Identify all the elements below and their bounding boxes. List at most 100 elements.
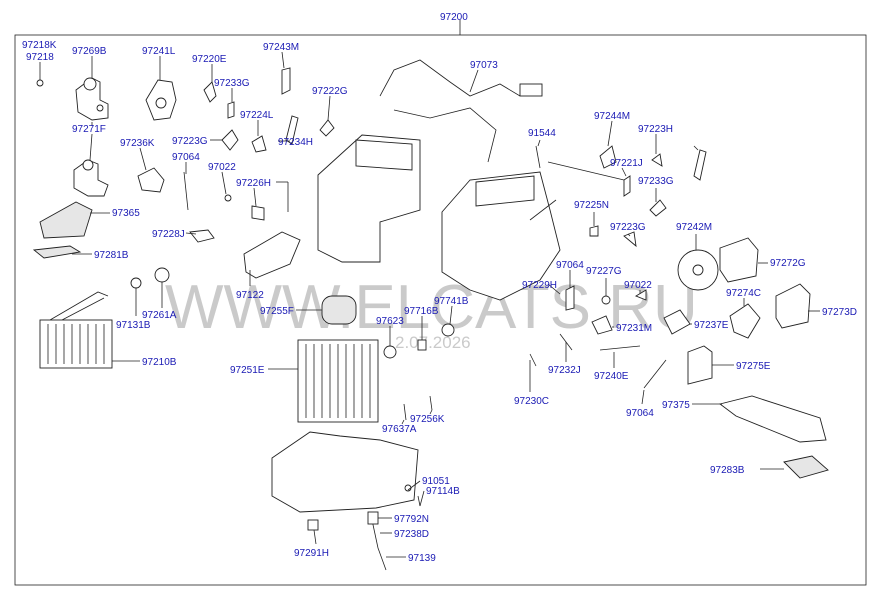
link-97233g <box>227 101 235 119</box>
label-part[interactable]: 97234H <box>278 137 313 148</box>
bracket-97236k <box>137 167 165 193</box>
label-part[interactable]: 97218K <box>22 40 57 51</box>
label-part[interactable]: 97281B <box>94 250 129 261</box>
label-part[interactable]: 97236K <box>120 138 155 149</box>
wire-97240e <box>599 345 641 351</box>
label-part[interactable]: 97210B <box>142 357 177 368</box>
label-part-97200[interactable]: 97200 <box>440 12 468 23</box>
bracket-97231m <box>591 315 613 335</box>
label-part[interactable]: 97792N <box>394 514 429 525</box>
label-part[interactable]: 97716B <box>404 306 439 317</box>
rod-91544 <box>535 145 541 169</box>
pad-97281b <box>32 245 82 259</box>
label-part[interactable]: 97222G <box>312 86 348 97</box>
label-part[interactable]: 97233G <box>638 176 674 187</box>
label-part[interactable]: 97022 <box>208 162 236 173</box>
gasket-97255f <box>321 295 357 325</box>
label-part[interactable]: 97741B <box>434 296 469 307</box>
label-part[interactable]: 97269B <box>72 46 107 57</box>
clip-97741b <box>441 323 455 337</box>
label-part[interactable]: 97223H <box>638 124 673 135</box>
label-part[interactable]: 97131B <box>116 320 151 331</box>
label-part[interactable]: 97139 <box>408 553 436 564</box>
pin-97256k <box>429 395 433 411</box>
label-part[interactable]: 97365 <box>112 208 140 219</box>
label-part[interactable]: 97064 <box>556 260 584 271</box>
label-part[interactable]: 97274C <box>726 288 761 299</box>
actuator-97269b-knob <box>83 77 97 91</box>
label-part[interactable]: 97273D <box>822 307 857 318</box>
wire-harness-97073 <box>379 59 529 97</box>
label-part[interactable]: 97261A <box>142 310 177 321</box>
label-part[interactable]: 91051 <box>422 476 450 487</box>
heater-case-lower <box>271 431 419 513</box>
clip-97064-mid <box>565 285 575 311</box>
label-part[interactable]: 97218 <box>26 52 54 63</box>
label-part[interactable]: 97238D <box>394 529 429 540</box>
label-part[interactable]: 97022 <box>624 280 652 291</box>
label-part[interactable]: 97637A <box>382 424 417 435</box>
foam-97365 <box>39 201 93 239</box>
label-part[interactable]: 97122 <box>236 290 264 301</box>
label-part[interactable]: 97243M <box>263 42 299 53</box>
label-part[interactable]: 97283B <box>710 465 745 476</box>
label-part[interactable]: 97220E <box>192 54 227 65</box>
label-part[interactable]: 97229H <box>522 280 557 291</box>
drain-hose-97139 <box>371 519 387 571</box>
clamp-97261a <box>154 267 170 283</box>
actuator-97269b-pin <box>96 104 104 112</box>
heater-core-97210b <box>39 319 113 369</box>
label-part[interactable]: 91544 <box>528 128 556 139</box>
label-part[interactable]: 97255F <box>260 306 294 317</box>
label-part[interactable]: 97242M <box>676 222 712 233</box>
label-part[interactable]: 97233G <box>214 78 250 89</box>
wire-harness-connector <box>519 83 543 97</box>
label-part[interactable]: 97073 <box>470 60 498 71</box>
screw-97114b <box>417 495 421 507</box>
label-part[interactable]: 97064 <box>172 152 200 163</box>
label-part[interactable]: 97232J <box>548 365 581 376</box>
heater-core-fins <box>47 324 105 364</box>
label-part[interactable]: 97231M <box>616 323 652 334</box>
label-part[interactable]: 97251E <box>230 365 265 376</box>
label-part[interactable]: 97224L <box>240 110 274 121</box>
label-part[interactable]: 97240E <box>594 371 629 382</box>
leader-lines <box>39 51 820 558</box>
rod-97234h <box>285 115 299 145</box>
label-part[interactable]: 97272G <box>770 258 806 269</box>
label-part[interactable]: 97064 <box>626 408 654 419</box>
label-part[interactable]: 97225N <box>574 200 609 211</box>
clip-97226h <box>251 205 265 221</box>
link-97221j <box>623 175 631 197</box>
heater-case-main <box>441 171 561 301</box>
label-part[interactable]: 97227G <box>586 266 622 277</box>
label-part[interactable]: 97237E <box>694 320 729 331</box>
label-part[interactable]: 97256K <box>410 414 445 425</box>
pin-97637a <box>403 403 407 421</box>
label-part[interactable]: 97230C <box>514 396 549 407</box>
label-part[interactable]: 97228J <box>152 229 185 240</box>
actuator-97273d <box>775 283 811 329</box>
label-part[interactable]: 97291H <box>294 548 329 559</box>
label-part[interactable]: 97114B <box>426 486 460 497</box>
label-part[interactable]: 97623 <box>376 316 404 327</box>
label-part[interactable]: 97223G <box>610 222 646 233</box>
label-part[interactable]: 97226H <box>236 178 271 189</box>
link-97224l <box>251 135 267 153</box>
label-part[interactable]: 97221J <box>610 158 643 169</box>
label-part[interactable]: 97244M <box>594 111 630 122</box>
wire-harness-97073-branch <box>393 107 497 163</box>
label-part[interactable]: 97375 <box>662 400 690 411</box>
actuator-97271f-knob <box>82 159 94 171</box>
label-part[interactable]: 97223G <box>172 136 208 147</box>
label-part[interactable]: 97241L <box>142 46 176 57</box>
label-part[interactable]: 97271F <box>72 124 106 135</box>
label-part[interactable]: 97275E <box>736 361 771 372</box>
bracket-97228j <box>189 229 215 243</box>
link-97220e <box>203 81 217 103</box>
gear-disc-97241l-hub <box>155 97 167 109</box>
duct-97122 <box>243 231 301 279</box>
clip-97223h <box>651 153 663 167</box>
lever-97244m <box>599 145 617 169</box>
